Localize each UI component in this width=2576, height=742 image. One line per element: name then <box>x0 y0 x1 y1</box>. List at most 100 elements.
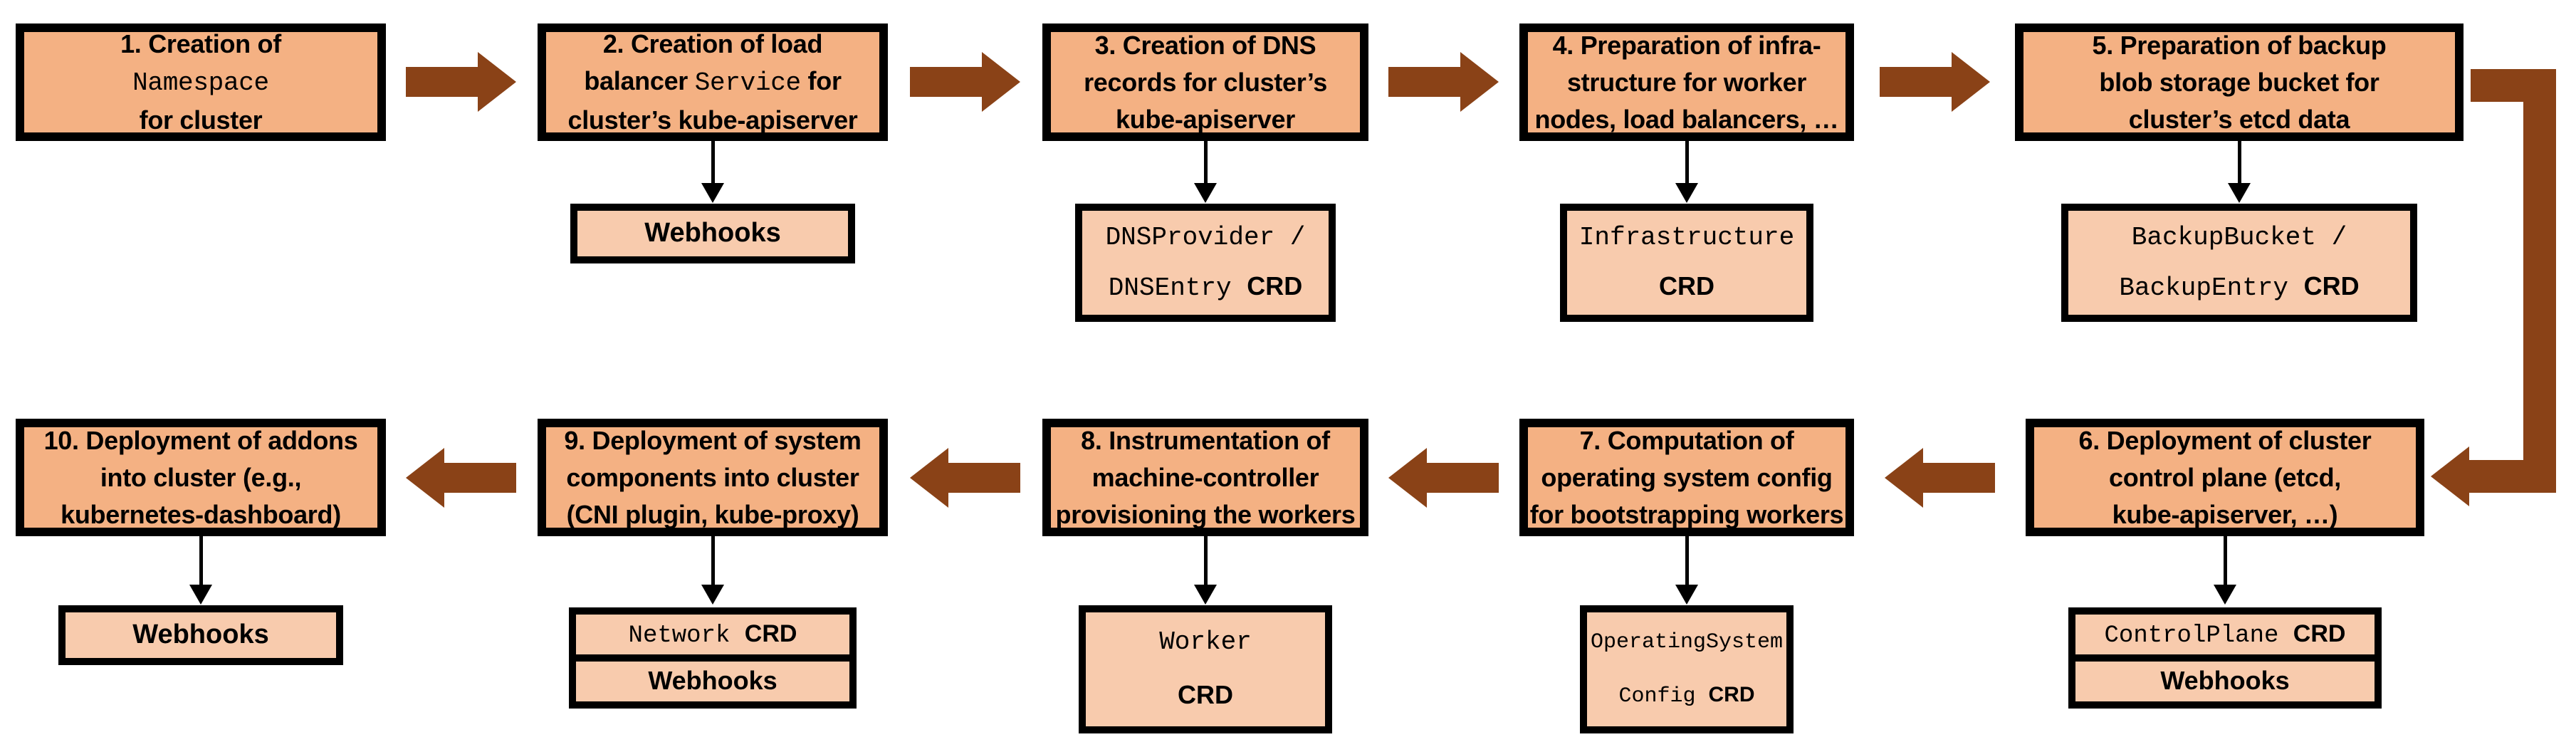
text-segment: CRD <box>744 620 797 647</box>
text-line: 4. Preparation of infra- <box>1553 27 1821 64</box>
text-line: cluster’s etcd data <box>2129 101 2350 138</box>
link-arrow-5-line <box>2238 141 2241 184</box>
step-box-10: 10. Deployment of addons into cluster (e.… <box>16 419 386 536</box>
text-segment: kube-apiserver <box>1116 104 1295 134</box>
text-segment: Webhooks <box>648 665 777 695</box>
link-arrow-8-head <box>1194 585 1217 605</box>
text-line: CRD <box>1178 669 1233 723</box>
resource-box-dns-crd: DNSProvider / DNSEntry CRD <box>1075 204 1336 322</box>
link-arrow-10-line <box>199 536 203 585</box>
link-arrow-6-head <box>2214 585 2236 605</box>
step-box-5: 5. Preparation of backup blob storage buc… <box>2015 23 2464 141</box>
text-segment: kube-apiserver, …) <box>2112 499 2338 529</box>
text-segment: CRD <box>1659 271 1714 301</box>
text-segment: into cluster (e.g., <box>100 462 302 492</box>
text-segment: Webhooks <box>644 217 781 248</box>
text-segment: CRD <box>1247 271 1303 301</box>
text-segment: ControlPlane <box>2104 622 2293 649</box>
resource-box-backup-crd: BackupBucket /BackupEntry CRD <box>2061 204 2417 322</box>
text-line: Webhooks <box>132 617 268 654</box>
text-segment: Network <box>628 622 745 649</box>
text-line: 6. Deployment of cluster <box>2079 422 2372 459</box>
text-segment: Webhooks <box>2160 665 2290 695</box>
text-segment: kubernetes-dashboard) <box>61 499 341 529</box>
resource-box-webhooks-9: Webhooks <box>569 654 857 709</box>
resource-box-controlplane-crd: ControlPlane CRD <box>2068 607 2382 662</box>
step-box-4: 4. Preparation of infra-structure for wo… <box>1519 23 1854 141</box>
flow-arrow-5-6-head <box>2431 446 2469 506</box>
link-arrow-3-line <box>1204 141 1208 184</box>
text-segment: BackupBucket / <box>2131 222 2347 252</box>
text-line: kube-apiserver <box>1116 101 1295 138</box>
text-segment: DNSEntry <box>1108 273 1247 303</box>
text-line: nodes, load balancers, … <box>1535 101 1839 138</box>
resource-box-network-crd: Network CRD <box>569 607 857 662</box>
text-segment: 10. Deployment of addons <box>43 425 358 455</box>
flow-arrow-8-9 <box>910 448 1020 508</box>
flow-arrow-7-8 <box>1388 448 1499 508</box>
flow-arrow-6-7 <box>1885 448 1995 508</box>
link-arrow-8-line <box>1204 536 1208 585</box>
text-segment: DNSProvider / <box>1105 222 1306 252</box>
text-line: control plane (etcd, <box>2109 459 2341 496</box>
text-segment: 2. Creation of load <box>602 29 823 58</box>
link-arrow-10-head <box>189 585 212 605</box>
flow-arrow-3-4 <box>1388 52 1499 112</box>
text-line: DNSProvider / <box>1106 214 1306 262</box>
text-line: 10. Deployment of addons <box>44 422 358 459</box>
step-box-7: 7. Computation of operating system config… <box>1519 419 1854 536</box>
resource-box-webhooks-6: Webhooks <box>2068 654 2382 709</box>
link-arrow-4-line <box>1685 141 1689 184</box>
text-line: into cluster (e.g., <box>100 459 302 496</box>
text-line: Infrastructure <box>1579 214 1794 262</box>
link-arrow-6-line <box>2224 536 2227 585</box>
flow-arrow-4-5 <box>1880 52 1990 112</box>
text-line: ControlPlane CRD <box>2105 616 2346 654</box>
text-segment: cluster’s kube-apiserver <box>567 105 858 135</box>
text-segment: structure for worker <box>1566 67 1807 97</box>
step-box-6: 6. Deployment of cluster control plane (e… <box>2026 419 2424 536</box>
text-line: 8. Instrumentation of <box>1081 422 1330 459</box>
text-line: 7. Computation of <box>1580 422 1794 459</box>
text-line: blob storage bucket for <box>2099 64 2379 101</box>
text-segment: for cluster <box>139 105 263 135</box>
text-segment: blob storage bucket for <box>2099 67 2379 97</box>
text-segment: 9. Deployment of system <box>564 425 862 455</box>
text-segment: Infrastructure <box>1578 222 1795 252</box>
text-segment: CRD <box>1708 683 1755 706</box>
text-line: kube-apiserver, …) <box>2112 496 2338 533</box>
text-line: operating system config <box>1541 459 1832 496</box>
text-line: cluster’s kube-apiserver <box>567 102 857 139</box>
text-segment: operating system config <box>1541 462 1833 492</box>
text-segment: (CNI plugin, kube-proxy) <box>566 499 859 529</box>
text-segment: CRD <box>1178 679 1233 709</box>
resource-box-webhooks-10: Webhooks <box>58 605 343 665</box>
link-arrow-7-head <box>1675 585 1698 605</box>
text-line: provisioning the workers <box>1056 496 1356 533</box>
text-line: 5. Preparation of backup <box>2093 27 2387 64</box>
text-line: structure for worker <box>1567 64 1806 101</box>
link-arrow-2-head <box>701 183 724 203</box>
text-line: Webhooks <box>648 663 777 701</box>
text-segment: balancer <box>584 66 695 95</box>
link-arrow-7-line <box>1685 536 1689 585</box>
text-line: Worker <box>1159 616 1252 669</box>
text-segment: machine-controller <box>1091 462 1319 492</box>
link-arrow-3-head <box>1194 183 1217 203</box>
link-arrow-4-head <box>1675 183 1698 203</box>
flow-arrow-9-10 <box>406 448 516 508</box>
text-line: DNSEntry CRD <box>1109 262 1302 313</box>
link-arrow-9-head <box>701 585 724 605</box>
text-segment: 3. Creation of DNS <box>1094 30 1316 60</box>
text-segment: 7. Computation of <box>1579 425 1794 455</box>
text-segment: 5. Preparation of backup <box>2092 30 2387 60</box>
link-arrow-9-line <box>711 536 715 585</box>
text-segment: 6. Deployment of cluster <box>2078 425 2372 455</box>
text-segment: 4. Preparation of infra- <box>1552 30 1821 60</box>
